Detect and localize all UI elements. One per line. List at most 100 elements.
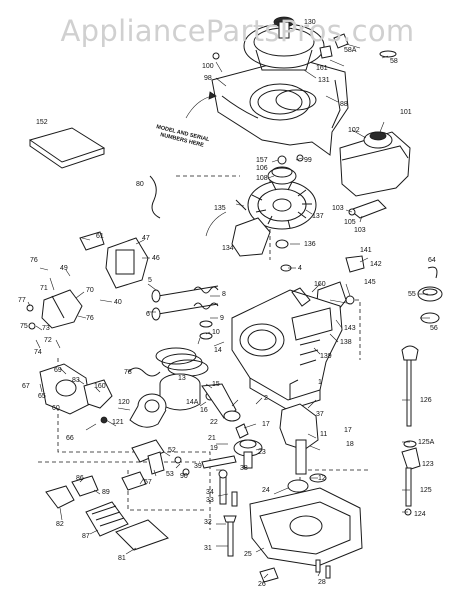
starter-cup-108	[267, 166, 297, 185]
muffler-120	[129, 393, 167, 428]
piston-rings-14	[155, 347, 209, 377]
label-15: 15	[212, 381, 220, 388]
label-106: 106	[256, 165, 268, 172]
label-76-a: 76	[30, 257, 38, 264]
label-76-b: 76	[86, 315, 94, 322]
label-124: 124	[414, 511, 426, 518]
label-32: 32	[204, 519, 212, 526]
label-134: 134	[222, 245, 234, 252]
label-99: 99	[304, 157, 312, 164]
label-55: 55	[408, 291, 416, 298]
governor-shaft-38	[201, 455, 237, 505]
label-105: 105	[344, 219, 356, 226]
label-26: 26	[258, 581, 266, 588]
camshaft-23	[233, 423, 263, 469]
label-5: 5	[148, 277, 152, 284]
oil-filter-assembly-87	[45, 471, 169, 551]
intake-manifold-46	[79, 231, 149, 289]
label-138: 138	[340, 339, 352, 346]
label-125: 125	[420, 487, 432, 494]
label-90: 90	[180, 473, 188, 480]
label-24: 24	[262, 487, 270, 494]
label-12: 12	[318, 475, 326, 482]
governor-parts-55	[417, 266, 443, 324]
label-57: 57	[144, 479, 152, 486]
fuel-tank-101	[339, 131, 411, 197]
carburetor-67	[39, 363, 113, 424]
label-74: 74	[34, 349, 42, 356]
label-89: 89	[102, 489, 110, 496]
label-102: 102	[348, 127, 360, 134]
label-65: 65	[38, 393, 46, 400]
label-160-b: 160	[94, 383, 106, 390]
label-160: 160	[314, 281, 326, 288]
model-serial-arrow	[185, 91, 217, 119]
label-10: 10	[212, 329, 220, 336]
label-120: 120	[118, 399, 130, 406]
label-108: 108	[256, 175, 268, 182]
label-161: 161	[316, 65, 328, 72]
carburetor-upper-71	[26, 289, 83, 330]
label-135: 135	[214, 205, 226, 212]
label-2: 2	[264, 395, 268, 402]
valves-5-6	[151, 285, 219, 321]
label-49: 49	[60, 265, 68, 272]
bolts-31-33	[223, 491, 331, 583]
leader-lines	[27, 21, 430, 579]
label-1: 1	[318, 379, 322, 386]
label-56: 56	[430, 325, 438, 332]
label-72: 72	[44, 337, 52, 344]
label-137: 137	[312, 213, 324, 220]
label-53: 53	[166, 471, 174, 478]
label-123: 123	[422, 461, 434, 468]
label-121: 121	[112, 419, 124, 426]
label-31: 31	[204, 545, 212, 552]
starter-screen-88	[275, 89, 317, 111]
connecting-rod-16	[201, 383, 241, 422]
label-81: 81	[118, 555, 126, 562]
ignition-module-134	[205, 211, 271, 257]
label-60: 60	[52, 405, 60, 412]
misc-small-parts	[127, 33, 397, 377]
label-46: 46	[152, 255, 160, 262]
label-37: 37	[316, 411, 324, 418]
label-33: 33	[206, 497, 214, 504]
flywheel-nut-136	[275, 239, 292, 272]
label-58: 58	[390, 58, 398, 65]
label-98: 98	[204, 75, 212, 82]
label-141: 141	[360, 247, 372, 254]
air-filter-152	[28, 127, 106, 169]
governor-gear-52	[131, 439, 190, 476]
label-13: 13	[178, 375, 186, 382]
model-serial-note: MODEL AND SERIAL NUMBERS HERE	[156, 124, 211, 149]
label-21: 21	[208, 435, 216, 442]
label-17-a: 17	[262, 421, 270, 428]
crankshaft-11	[279, 379, 319, 475]
label-40: 40	[114, 299, 122, 306]
label-8: 8	[222, 291, 226, 298]
label-22: 22	[210, 419, 218, 426]
label-83: 83	[72, 377, 80, 384]
label-86: 86	[76, 475, 84, 482]
label-77: 77	[18, 297, 26, 304]
label-101: 101	[400, 109, 412, 116]
label-126: 126	[420, 397, 432, 404]
valve-springs-9	[193, 286, 219, 340]
label-18: 18	[346, 441, 354, 448]
label-61: 61	[96, 233, 104, 240]
label-71: 71	[40, 285, 48, 292]
label-100: 100	[202, 63, 214, 70]
label-28: 28	[318, 579, 326, 586]
label-78: 78	[124, 369, 132, 376]
label-82: 82	[56, 521, 64, 528]
label-11: 11	[320, 431, 327, 438]
label-38: 38	[240, 465, 248, 472]
label-23: 23	[258, 449, 266, 456]
label-25: 25	[244, 551, 252, 558]
label-70: 70	[86, 287, 94, 294]
crankcase-cover-25	[249, 473, 363, 567]
label-47: 47	[142, 235, 150, 242]
label-16: 16	[200, 407, 208, 414]
label-52: 52	[168, 447, 176, 454]
label-145: 145	[364, 279, 376, 286]
